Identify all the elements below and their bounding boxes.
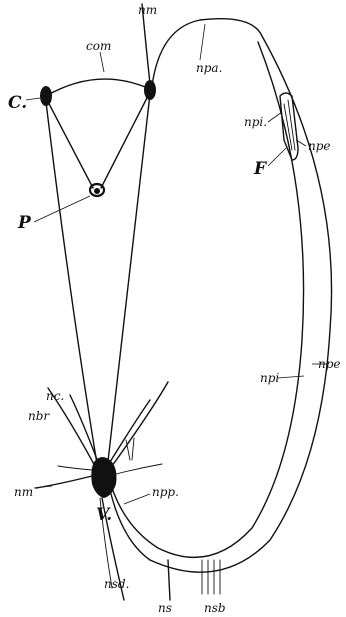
leader-P bbox=[34, 196, 90, 222]
nerve-right-short bbox=[116, 464, 162, 474]
leader-npa bbox=[200, 24, 205, 60]
label-nc: nc. bbox=[46, 389, 64, 403]
cerebral-connective-left-pedal bbox=[46, 98, 93, 188]
label-ns: ns bbox=[158, 601, 172, 615]
nerve-nc-right bbox=[110, 400, 150, 462]
nerve-right-branch bbox=[112, 382, 168, 466]
nerve-ns bbox=[168, 560, 170, 600]
label-nbr: nbr bbox=[28, 409, 50, 423]
label-npe-upper: npe bbox=[308, 139, 331, 153]
label-npe-lower: npe bbox=[318, 357, 341, 371]
label-npp: npp. bbox=[152, 485, 179, 499]
connective-right bbox=[107, 94, 150, 470]
label-nsd: nsd. bbox=[104, 577, 129, 591]
label-F: F bbox=[253, 159, 268, 179]
leader-com bbox=[100, 52, 104, 72]
label-npi-upper: npi. bbox=[244, 115, 267, 129]
pallial-nerve-internal bbox=[112, 42, 304, 557]
cerebral-connective-right-pedal bbox=[101, 92, 150, 188]
label-nsb: nsb bbox=[204, 601, 226, 615]
label-com: com bbox=[86, 39, 111, 53]
leader-F bbox=[268, 148, 286, 166]
label-P: P bbox=[17, 213, 32, 233]
commissure-nerve bbox=[46, 79, 150, 96]
leader-npi-upper bbox=[268, 112, 282, 122]
connective-left bbox=[46, 102, 98, 470]
nerve-left-short bbox=[58, 466, 92, 470]
leader-npi-lower bbox=[278, 376, 304, 378]
leader-C bbox=[26, 98, 40, 100]
pallial-nerve-external bbox=[110, 19, 332, 572]
cerebral-ganglion-right bbox=[144, 80, 156, 100]
label-npa: npa. bbox=[196, 61, 222, 75]
cerebral-ganglion-left bbox=[40, 86, 52, 106]
label-C: C. bbox=[8, 93, 27, 113]
leader-npp bbox=[124, 494, 150, 504]
label-nm-top: nm bbox=[138, 3, 157, 17]
pedal-ganglion-core bbox=[94, 188, 100, 194]
label-nm-left: nm bbox=[14, 485, 33, 499]
label-npi-lower: npi bbox=[260, 371, 279, 385]
label-V: V. bbox=[96, 505, 112, 525]
nerve-nm-left bbox=[36, 476, 92, 488]
